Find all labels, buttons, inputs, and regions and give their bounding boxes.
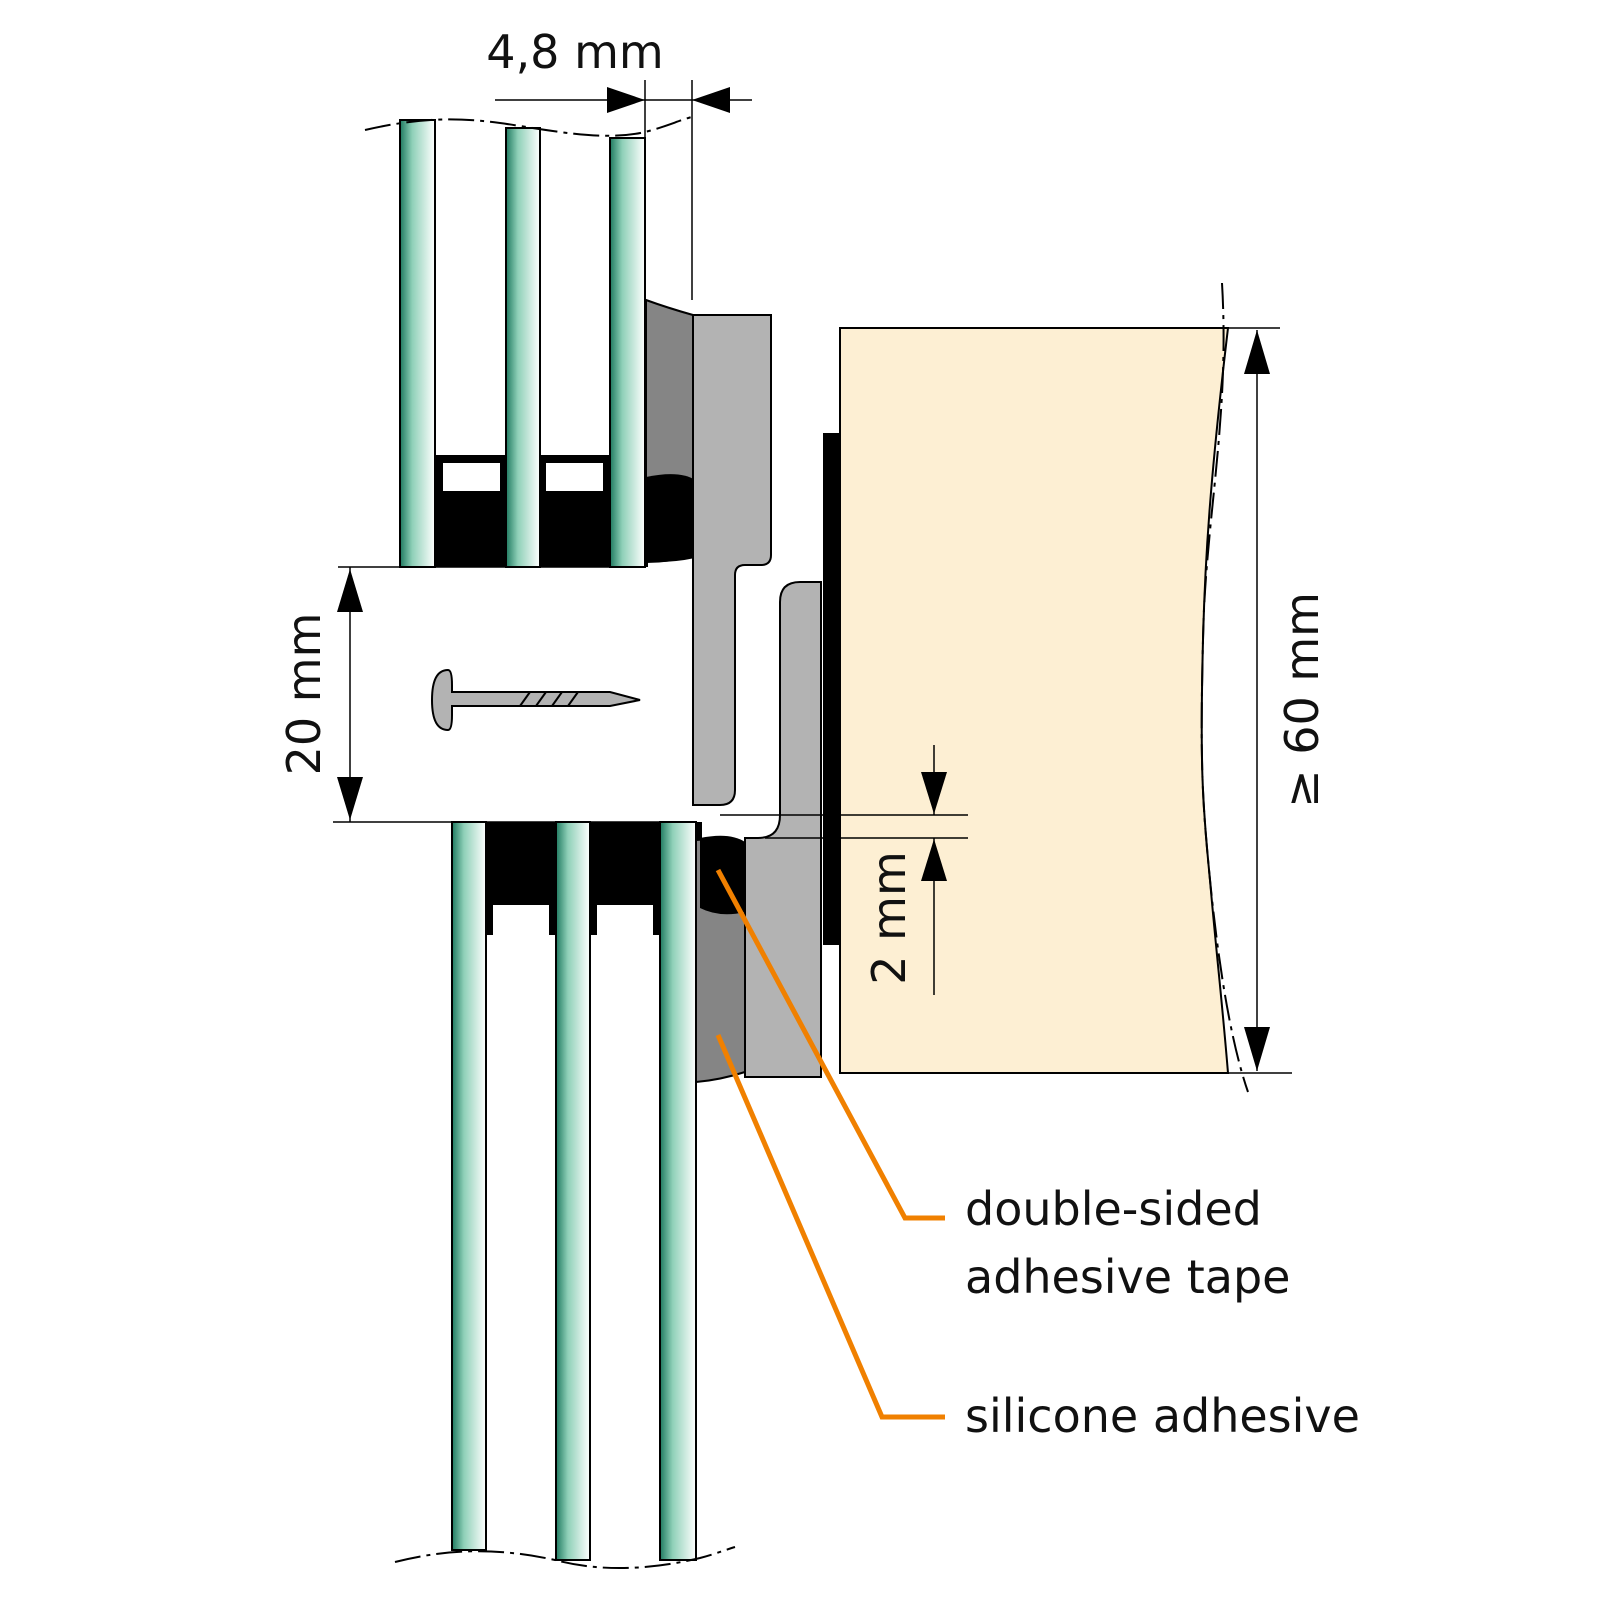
- upper-glass-pane-2: [505, 127, 541, 568]
- arrowhead-icon: [337, 777, 363, 820]
- board-break-line: [1200, 282, 1249, 1093]
- lower-glass-pane-1: [451, 821, 487, 1551]
- upper-sealant-blob: [646, 474, 695, 563]
- nail-icon: [430, 668, 641, 732]
- arrowhead-icon: [692, 87, 730, 113]
- upper-glazing-panel: [364, 115, 696, 568]
- upper-glass-pane-3: [609, 137, 646, 568]
- upper-fixing-profile: [692, 314, 772, 806]
- adhesive-tape-strip: [823, 433, 840, 945]
- upper-spacer-gap-1: [443, 463, 500, 491]
- dimension-label-top: 4,8 mm: [486, 25, 663, 79]
- dimension-clearance: 2 mm: [720, 745, 968, 995]
- arrowhead-icon: [921, 772, 947, 814]
- dimension-label-board: ≥ 60 mm: [1275, 592, 1329, 808]
- arrowhead-icon: [607, 87, 645, 113]
- dimension-gap-height: 20 mm: [277, 566, 693, 823]
- callout-tape-line1: double-sided: [965, 1182, 1262, 1236]
- arrowhead-icon: [921, 839, 947, 881]
- upper-break-line: [364, 115, 696, 137]
- dimension-board-height: ≥ 60 mm: [1228, 327, 1329, 1074]
- arrowhead-icon: [1244, 1027, 1270, 1071]
- arrowhead-icon: [1244, 330, 1270, 374]
- upper-spacer-gap-2: [546, 463, 603, 491]
- callout-silicone-adhesive: silicone adhesive: [715, 1034, 1360, 1443]
- callout-silicone-label: silicone adhesive: [965, 1389, 1360, 1443]
- upper-glass-pane-1: [399, 119, 436, 568]
- lower-glass-pane-3: [659, 821, 697, 1561]
- lower-glazing-panel: [394, 821, 736, 1570]
- lower-glass-pane-2: [555, 821, 591, 1561]
- callout-tape-line2: adhesive tape: [965, 1250, 1290, 1304]
- callout-adhesive-tape: double-sided adhesive tape: [715, 868, 1290, 1304]
- dimension-top-thickness: 4,8 mm: [486, 25, 752, 300]
- lower-spacer-gap-1: [493, 905, 549, 935]
- lower-fixing-profile: [744, 581, 822, 1078]
- dimension-label-clearance: 2 mm: [862, 851, 916, 985]
- lower-spacer-gap-2: [597, 905, 653, 935]
- arrowhead-icon: [337, 569, 363, 612]
- dimension-label-gap: 20 mm: [277, 613, 331, 776]
